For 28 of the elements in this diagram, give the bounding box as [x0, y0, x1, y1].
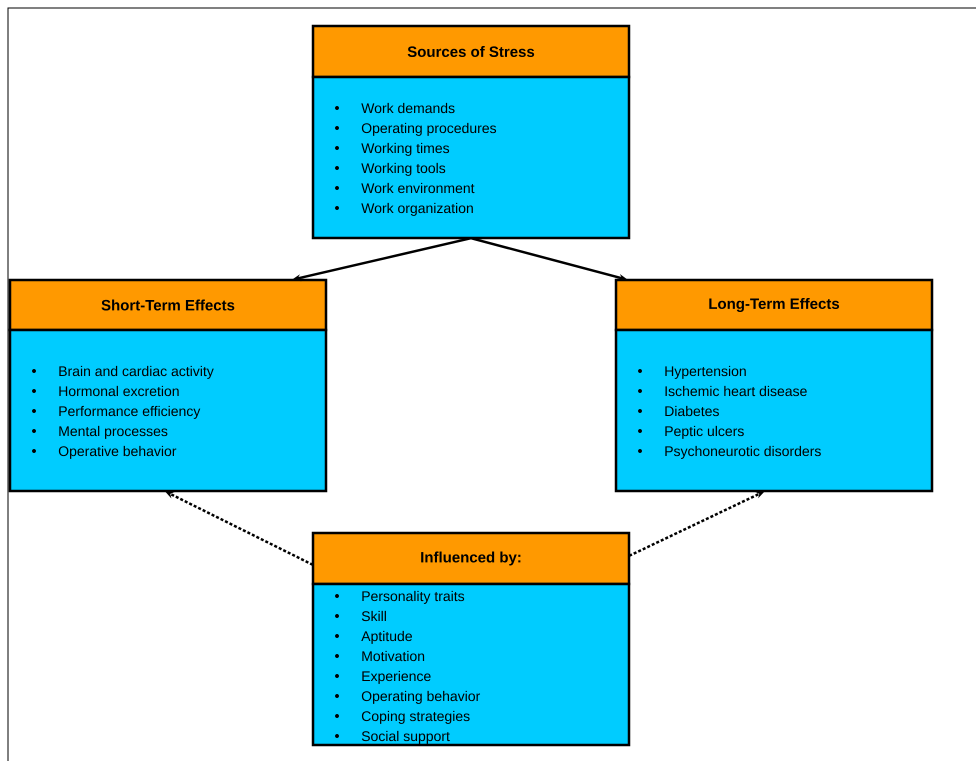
box-header: Long-Term Effects — [614, 278, 934, 332]
list-item: Psychoneurotic disorders — [638, 446, 821, 459]
list-item: Aptitude — [335, 630, 412, 644]
list-item: Work organization — [335, 202, 473, 216]
list-item: Operating procedures — [335, 122, 496, 136]
box-header: Influenced by: — [312, 532, 630, 586]
list-item: Social support — [335, 730, 450, 744]
list-item: Work environment — [335, 182, 474, 194]
list-item: Brain and cardiac activity — [32, 366, 214, 379]
list-item: Mental processes — [32, 426, 168, 439]
list-item: Performance efficiency — [32, 406, 200, 419]
list-item: Hormonal excretion — [32, 386, 179, 396]
list-item: Coping strategies — [335, 710, 470, 724]
box-header: Short-Term Effects — [8, 278, 328, 332]
list-item: Operative behavior — [32, 446, 176, 459]
list-item: Working times — [335, 142, 450, 156]
list-item: Personality traits — [335, 590, 464, 604]
list-item: Peptic ulcers — [638, 426, 744, 439]
list-item: Experience — [335, 670, 431, 684]
list-item: Diabetes — [638, 406, 719, 416]
list-item: Ischemic heart disease — [638, 386, 807, 396]
list-item: Operating behavior — [335, 690, 480, 704]
list-item: Work demands — [335, 102, 455, 114]
box-header: Sources of Stress — [312, 24, 630, 78]
list-item: Motivation — [335, 650, 424, 662]
list-item: Hypertension — [638, 366, 746, 379]
list-item: Working tools — [335, 162, 446, 176]
list-item: Skill — [335, 610, 386, 622]
